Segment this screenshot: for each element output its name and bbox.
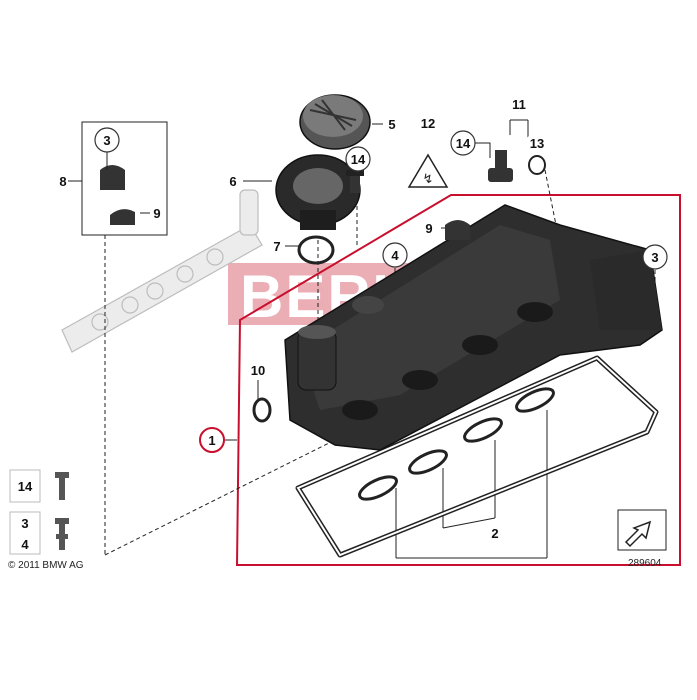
callout-circle-3b [642, 244, 668, 270]
assembly-frame [235, 194, 681, 566]
callout-circle-1 [199, 427, 225, 453]
callout-1: 1 [208, 433, 215, 448]
callouts [94, 127, 668, 453]
callout-5: 5 [388, 117, 395, 132]
callout-9b: 9 [425, 221, 432, 236]
callout-labels: 3 8 9 5 6 7 14 12 14 11 13 9 4 3 10 1 2 [59, 97, 658, 541]
fuel-rail-ghost [61, 189, 263, 353]
spark-plug-seals [358, 387, 555, 501]
direction-arrow-icon [617, 509, 667, 551]
svg-text:↯: ↯ [423, 171, 434, 186]
o-ring-10 [252, 397, 272, 423]
legend-3: 3 [21, 516, 28, 531]
callout-6: 6 [229, 174, 236, 189]
legend-4: 4 [21, 537, 29, 552]
callout-13: 13 [530, 136, 544, 151]
callout-circle-14b [450, 130, 476, 156]
oil-filler-cap [299, 94, 371, 150]
callout-circle-3a [94, 127, 120, 153]
callout-8: 8 [59, 174, 66, 189]
oil-filler-neck [275, 154, 361, 230]
callout-3a: 3 [103, 133, 110, 148]
callout-3b: 3 [651, 250, 658, 265]
cylinder-head-cover [284, 204, 663, 451]
callout-10: 10 [251, 363, 265, 378]
callout-9a: 9 [153, 206, 160, 221]
callout-circle-13 [526, 132, 548, 154]
figure-number: 289604 [628, 558, 662, 569]
o-ring-7 [297, 235, 335, 265]
callout-circle-4 [382, 242, 408, 268]
camshaft-sensor [488, 150, 546, 182]
callout-14b: 14 [456, 136, 471, 151]
callout-14a: 14 [351, 152, 366, 167]
clip-9-assembly [445, 220, 470, 240]
warning-symbol: ↯ [407, 153, 449, 188]
legend-labels: 14 3 4 [18, 479, 33, 552]
bolt-legend [9, 469, 69, 555]
callout-circle-14a [345, 146, 371, 172]
callout-12: 12 [421, 116, 435, 131]
legend-14: 14 [18, 479, 33, 494]
callout-7: 7 [273, 239, 280, 254]
callout-2: 2 [491, 526, 498, 541]
callout-4: 4 [391, 248, 399, 263]
copyright: © 2011 BMW AG [8, 560, 84, 571]
screw-14 [346, 170, 364, 193]
callout-11: 11 [512, 97, 526, 112]
